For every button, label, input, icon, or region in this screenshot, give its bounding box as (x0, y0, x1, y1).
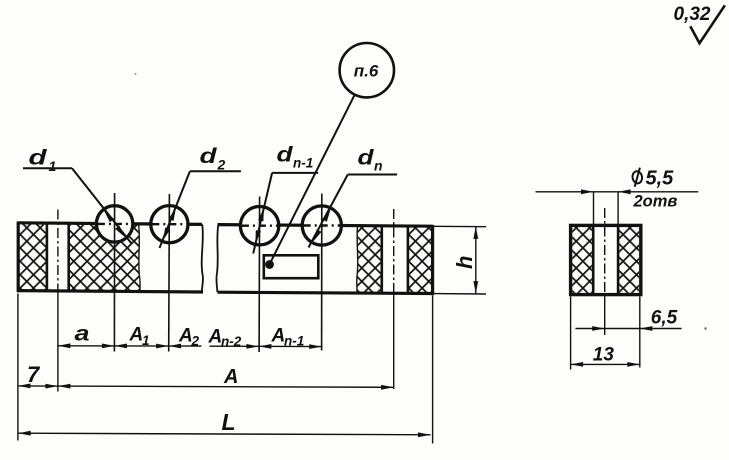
svg-text:5,5: 5,5 (646, 168, 675, 190)
svg-text:h: h (452, 256, 477, 269)
svg-text:7: 7 (27, 362, 41, 387)
svg-text:A: A (129, 325, 144, 346)
svg-text:n-2: n-2 (221, 334, 242, 349)
svg-text:d: d (358, 147, 375, 170)
svg-text:A: A (208, 327, 223, 348)
svg-text:A: A (271, 326, 286, 347)
svg-text:n: n (374, 158, 383, 174)
svg-text:n-1: n-1 (293, 156, 313, 171)
svg-text:A: A (223, 366, 238, 388)
svg-text:6,5: 6,5 (651, 308, 678, 329)
svg-text:2отв: 2отв (633, 193, 678, 211)
svg-text:a: a (75, 323, 90, 346)
svg-text:L: L (222, 409, 236, 435)
svg-text:d: d (29, 147, 49, 170)
svg-text:2: 2 (191, 334, 200, 349)
svg-text:1: 1 (49, 158, 57, 174)
svg-text:п.6: п.6 (354, 62, 379, 81)
svg-text:n-1: n-1 (284, 334, 304, 349)
svg-text:2: 2 (217, 157, 226, 173)
svg-text:d: d (200, 145, 219, 168)
svg-text:13: 13 (593, 345, 615, 366)
svg-text:d: d (277, 144, 294, 167)
svg-text:1: 1 (142, 333, 150, 348)
svg-text:A: A (178, 326, 193, 347)
svg-text:0,32: 0,32 (674, 4, 711, 25)
